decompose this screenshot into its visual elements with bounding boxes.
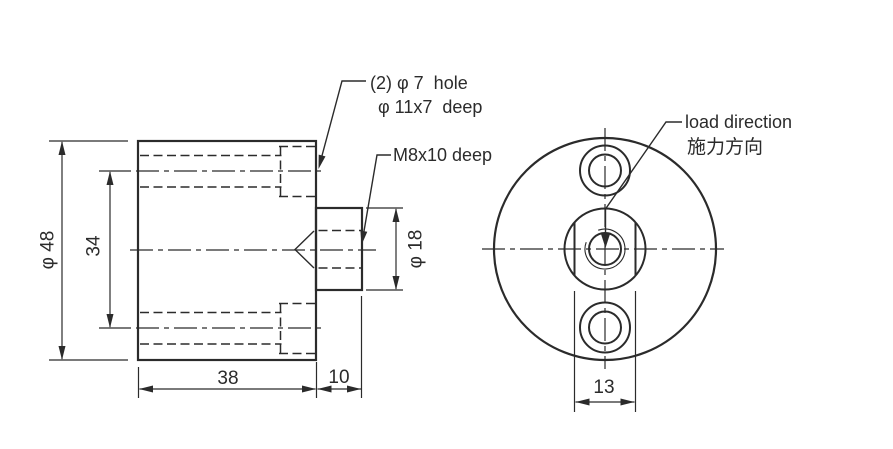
load-direction-arrowhead	[600, 232, 611, 248]
arrowhead-down	[106, 314, 114, 328]
dim-body-length: 38	[137, 362, 318, 398]
hidden-line-tapped-hole	[318, 229, 362, 269]
dim-text-boss-length: 10	[328, 367, 349, 388]
extension-lines	[99, 170, 131, 329]
arrowhead-right	[347, 385, 361, 393]
hole-note-line2: φ 11x7 deep	[378, 97, 482, 117]
leader-hole-note: (2) φ 7 hole φ 11x7 deep	[318, 73, 482, 169]
dim-text-hole-spacing: 34	[84, 235, 105, 257]
leader-line	[318, 80, 366, 166]
leader-thread-note: M8x10 deep	[360, 145, 492, 245]
arrowhead-up	[58, 141, 66, 155]
dim-text-boss-diameter: φ 18	[406, 230, 427, 269]
dim-flat-width: 13	[573, 291, 637, 412]
arrowhead-left	[317, 385, 332, 393]
extension-lines	[137, 362, 318, 398]
dim-boss-diameter: φ 18	[366, 207, 427, 291]
hole-note-line1: (2) φ 7 hole	[370, 73, 468, 93]
arrowhead-up	[392, 208, 400, 222]
leader-load-direction: load direction 施力方向	[600, 112, 792, 248]
leader-line	[361, 154, 391, 241]
arrowhead-left	[139, 385, 153, 393]
load-direction-label-cjk: 施力方向	[687, 136, 763, 158]
arrowhead-down	[58, 346, 66, 360]
thread-note: M8x10 deep	[393, 145, 492, 165]
leader-line	[604, 121, 682, 234]
arrowhead-up	[106, 171, 114, 185]
side-view	[130, 139, 376, 362]
hidden-line-bottom-hole	[140, 302, 315, 355]
hidden-line-top-hole	[140, 145, 315, 198]
extension-lines	[49, 140, 128, 361]
dim-hole-spacing: 34	[84, 170, 131, 329]
arrowhead-right	[302, 385, 316, 393]
extension-lines	[573, 291, 637, 412]
dim-outer-diameter: φ 48	[38, 140, 128, 361]
extension-lines	[366, 207, 403, 291]
thread-major-arc	[584, 228, 626, 270]
leader-arrowhead	[360, 230, 368, 245]
load-direction-label: load direction	[685, 112, 792, 132]
dim-text-flat-width: 13	[593, 377, 614, 398]
dim-text-outer-diameter: φ 48	[38, 231, 59, 270]
end-view	[482, 128, 724, 369]
dim-boss-length: 10	[317, 296, 363, 398]
arrowhead-down	[392, 276, 400, 290]
dim-text-body-length: 38	[217, 368, 238, 389]
leader-arrowhead	[318, 154, 326, 169]
arrowhead-left	[575, 398, 590, 406]
boss-outline	[314, 206, 364, 292]
arrowhead-right	[620, 398, 635, 406]
